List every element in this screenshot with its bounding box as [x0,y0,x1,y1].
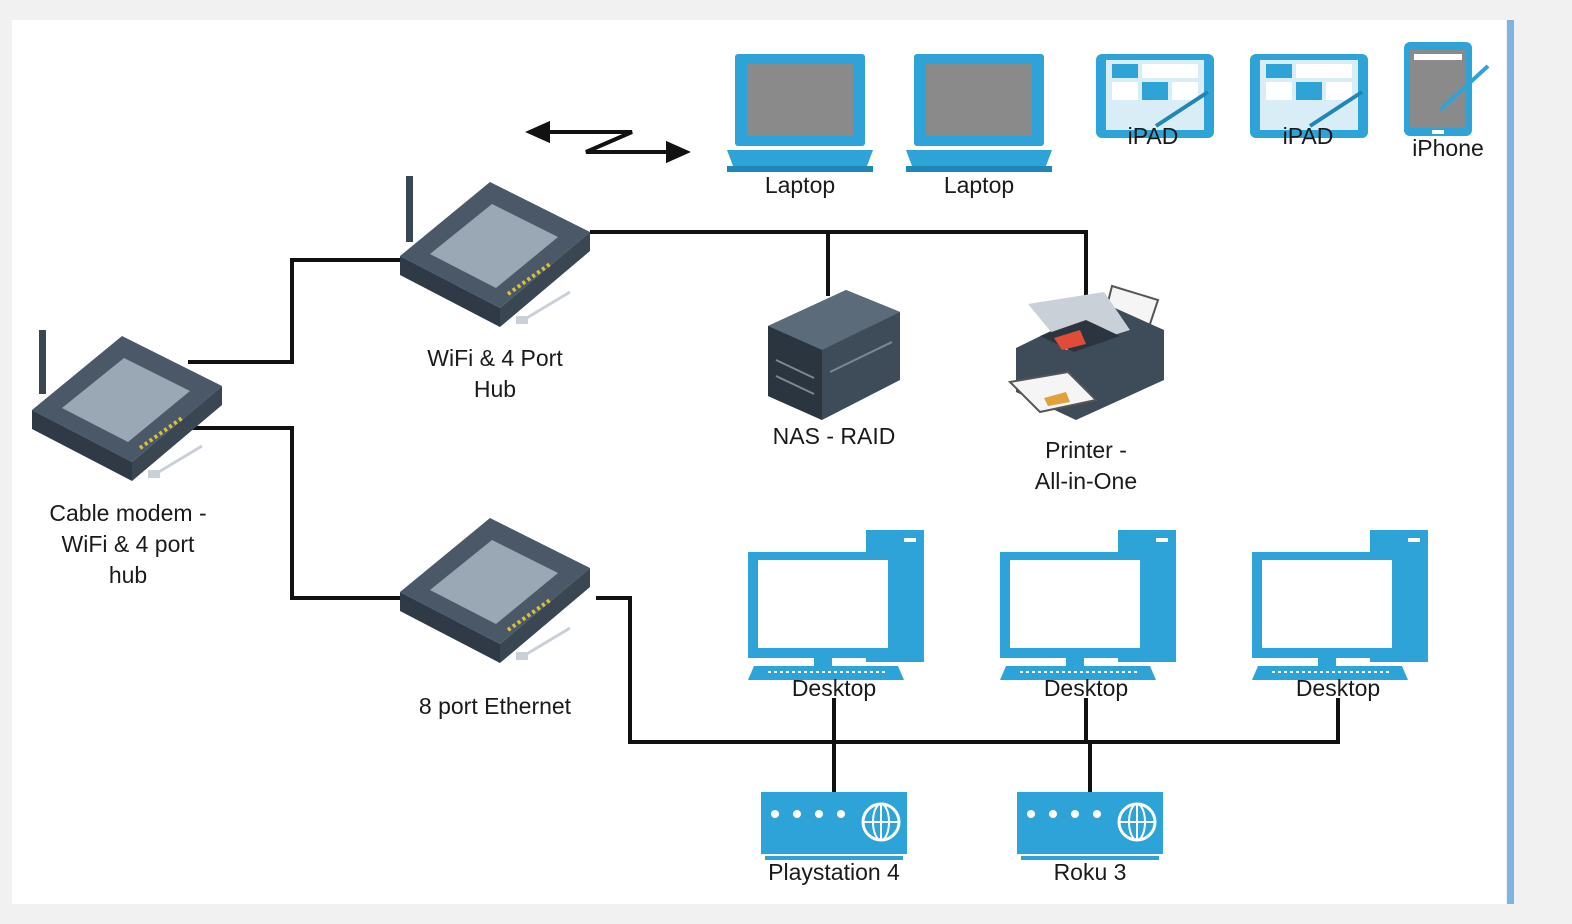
ipad-2: iPAD [1248,52,1370,149]
node-label: NAS - RAID [773,423,896,449]
nas-icon [768,290,900,420]
laptop-2: Laptop [906,54,1052,198]
link-ethernet-bus [596,596,1340,744]
printer-icon [1007,284,1164,420]
network-diagram: Cable modem - WiFi & 4 port hub WiFi & 4… [30,42,1490,885]
link-modem-to-wifi-hub [188,258,400,364]
desktop-1: Desktop [747,529,925,701]
node-label: Desktop [1296,675,1380,701]
playstation-4: Playstation 4 [759,790,909,885]
node-label: Desktop [792,675,876,701]
desktop-2: Desktop [999,529,1177,701]
node-label: hub [109,562,147,588]
laptop-icon [727,54,873,172]
network-box-icon [759,790,909,862]
node-label: iPAD [1283,123,1334,149]
roku-3: Roku 3 [1015,790,1165,885]
wireless-link-arrow-icon [525,120,691,164]
connections [188,230,1340,796]
printer: Printer - All-in-One [1007,284,1164,494]
link-hub-bus [590,230,1088,305]
node-label: Desktop [1044,675,1128,701]
wlan-router-icon [398,180,592,329]
node-label: Cable modem - [49,500,206,526]
nas: NAS - RAID [768,290,900,449]
wlan-router-icon [30,334,224,483]
node-label: Playstation 4 [768,859,900,885]
laptop-1: Laptop [727,54,873,198]
wifi-hub: WiFi & 4 Port Hub [398,176,592,402]
node-label: Laptop [765,172,835,198]
node-label: Printer - [1045,437,1127,463]
node-label: WiFi & 4 Port [427,345,563,371]
laptop-icon [906,54,1052,172]
link-modem-to-ethernet [188,426,400,600]
network-box-icon [1015,790,1165,862]
diagram-canvas: Cable modem - WiFi & 4 port hub WiFi & 4… [12,20,1506,904]
right-edge-bar [1507,20,1514,904]
node-label: iPAD [1128,123,1179,149]
desktop-icon [1251,529,1429,681]
ethernet-switch: 8 port Ethernet [398,516,592,719]
node-label: Hub [474,376,516,402]
node-label: Roku 3 [1054,859,1127,885]
antenna-icon [39,330,46,394]
node-label: iPhone [1412,135,1484,161]
node-label: All-in-One [1035,468,1137,494]
phone-icon [1404,42,1490,136]
antenna-icon [406,176,413,242]
node-label: WiFi & 4 port [62,531,196,557]
desktop-icon [999,529,1177,681]
ipad-1: iPAD [1094,52,1216,149]
ethernet-switch-icon [398,516,592,665]
node-label: 8 port Ethernet [419,693,572,719]
node-label: Laptop [944,172,1014,198]
cable-modem: Cable modem - WiFi & 4 port hub [30,330,224,588]
desktop-icon [747,529,925,681]
desktop-3: Desktop [1251,529,1429,701]
iphone: iPhone [1404,42,1490,161]
